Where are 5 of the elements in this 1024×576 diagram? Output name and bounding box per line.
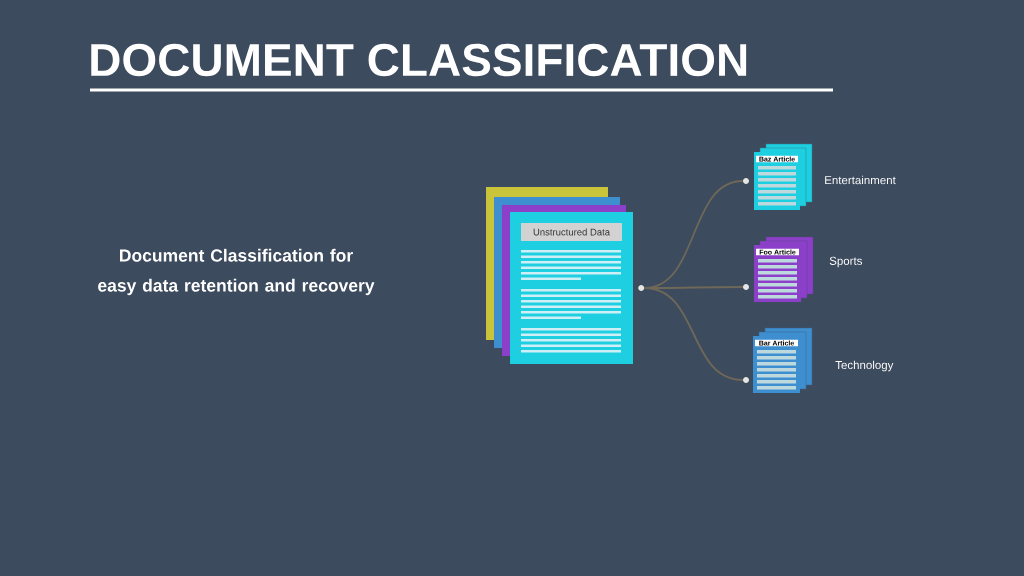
- category-label: Sports: [829, 256, 863, 268]
- category-label: Entertainment: [825, 175, 896, 185]
- title: DOCUMENT CLASSIFICATION: [91, 43, 747, 77]
- subtitle: Document Classification for easy data retention and recovery: [98, 248, 375, 296]
- category-label: Technology: [835, 360, 894, 372]
